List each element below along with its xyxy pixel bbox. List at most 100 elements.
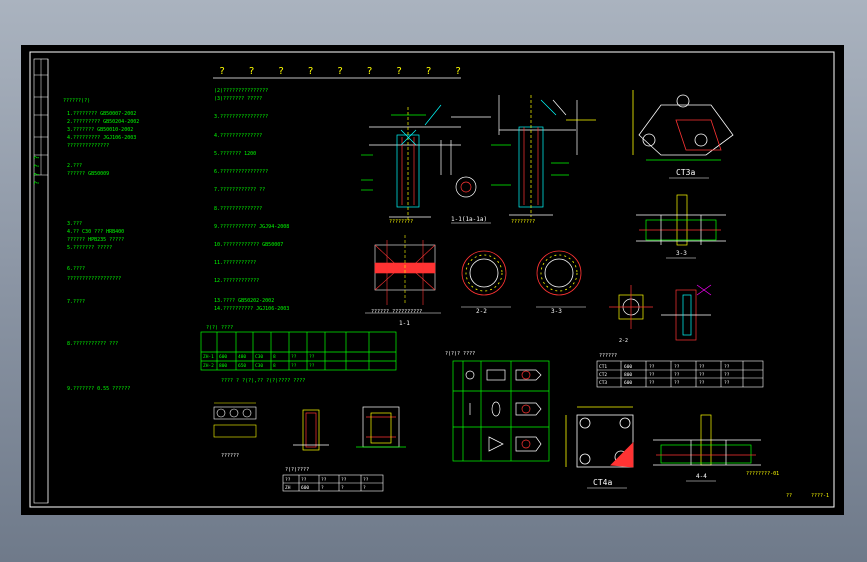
column-detail-a: [293, 409, 329, 451]
right-table-cell: ??: [674, 372, 680, 378]
ring-section-small: [440, 116, 491, 198]
ct3-label: CT3a: [676, 168, 695, 177]
small-table-cell: 600: [301, 485, 309, 491]
note-left-line: ??????(?): [63, 98, 90, 104]
small-table-header: ??: [341, 477, 347, 483]
elevation-4-4: [653, 414, 761, 466]
pile-table-cell: ??: [309, 354, 315, 360]
right-table-cell: ??: [724, 380, 730, 386]
svg-text:? ? ? ?: ? ? ? ?: [33, 155, 41, 185]
detail-a-caption: ????????: [389, 219, 413, 225]
note-mid-line: 9.???????????? JGJ94-2008: [214, 224, 289, 230]
svg-text:??????: ??????: [221, 453, 239, 459]
small-table-cell: ?: [321, 485, 324, 491]
notes-mid-column: (2)???????????????(3)??????? ?????3.????…: [214, 88, 289, 312]
pile-table-cell: 8: [273, 354, 276, 360]
right-table-cell: ??: [674, 364, 680, 370]
title-mark: ?: [455, 66, 461, 77]
title-mark: ?: [308, 66, 314, 77]
note-left-line: 4.?? C30 ??? HRB400: [67, 229, 124, 235]
note-left-line: 7.????: [67, 299, 85, 305]
sheet-label: ??: [786, 493, 792, 499]
note-mid-line: 5.??????? 1200: [214, 151, 256, 157]
right-table-cell: ??: [649, 380, 655, 386]
pile-table-cell: 650: [238, 363, 246, 369]
section-label: 1-1: [399, 320, 410, 327]
cad-drawing: ? ? ? ? ????????? ??????(?)1.???????? GB…: [29, 51, 835, 508]
drawing-canvas[interactable]: ? ? ? ? ????????? ??????(?)1.???????? GB…: [21, 45, 844, 515]
ct4-square-cap: [565, 406, 634, 468]
right-table-cell: ??: [699, 364, 705, 370]
small-table-cell: ?: [341, 485, 344, 491]
small-table-header: ??: [285, 477, 291, 483]
note-mid-line: 14.?????????? JGJ106-2003: [214, 306, 289, 312]
right-table-cell: ??: [724, 364, 730, 370]
note-mid-line: 10.???????????? GB50007: [214, 242, 283, 248]
right-table-cell: 600: [624, 364, 632, 370]
note-left-line: 6.????: [67, 266, 85, 272]
note-left-line: 2.????????? GB50204-2002: [67, 119, 139, 125]
note-left-line: 2.???: [67, 163, 82, 169]
note-mid-line: 7.???????????? ??: [214, 187, 265, 193]
legend-symbol-table: [452, 360, 550, 462]
right-table-cell: ??: [674, 380, 680, 386]
drawing-name: ????????-01: [746, 471, 779, 477]
legend-caption: ?(?)? ????: [445, 351, 475, 357]
note-mid-line: 8.??????????????: [214, 206, 262, 212]
note-left-line: ??????????????: [67, 143, 109, 149]
note-left-line: ?????? GB50009: [67, 171, 109, 177]
small-table-cell: ?: [363, 485, 366, 491]
svg-text:??????: ??????: [599, 353, 617, 359]
pile-table-cell: 800: [219, 363, 227, 369]
note-left-line: 5.??????? ?????: [67, 245, 112, 251]
right-table-cell: CT3: [599, 380, 607, 386]
small-table-header: ??: [321, 477, 327, 483]
section-1-1-label: 1-1(1a-1a): [451, 216, 487, 223]
sheet-number: ????-1: [811, 493, 829, 499]
right-table-cell: CT2: [599, 372, 607, 378]
note-left-line: 1.???????? GB50007-2002: [67, 111, 136, 117]
right-table-cell: ??: [649, 372, 655, 378]
pile-detail-a: [361, 104, 461, 220]
section-2-2-label: 2-2: [476, 308, 487, 315]
note-left-line: 4.????????? JGJ106-2003: [67, 135, 136, 141]
note-left-line: ?????? HPB235 ?????: [67, 237, 124, 243]
right-table-cell: 600: [624, 380, 632, 386]
section-4-4-label: 4-4: [696, 473, 707, 480]
ring-section-2-2: [461, 250, 507, 296]
small-table: ?(?)????: [282, 467, 384, 492]
notes-left-column: ??????(?) 1.???????? GB50007-2002 2.??????…: [63, 98, 139, 392]
note-left-line: ??????????????????: [67, 276, 121, 282]
right-table: ??????: [596, 353, 764, 388]
note-mid-line: 4.??????????????: [214, 133, 262, 139]
pile-table: ?(?) ????: [200, 325, 397, 371]
title-mark: ?: [249, 66, 255, 77]
small-pile-section: [213, 402, 257, 438]
note-mid-line: 6.????????????????: [214, 169, 268, 175]
pile-table-cell: C30: [255, 354, 263, 360]
pile-table-cell: ??: [309, 363, 315, 369]
pile-detail-b: [491, 95, 596, 217]
title-mark: ?: [337, 66, 343, 77]
note-left-line: 3.???: [67, 221, 82, 227]
section-3-3-label: 3-3: [551, 308, 562, 315]
right-table-cell: 800: [624, 372, 632, 378]
note-mid-line: 13.???? GB50202-2002: [214, 298, 274, 304]
pile-table-cell: ZH-1: [203, 354, 214, 360]
svg-text:?(?) ????: ?(?) ????: [206, 325, 233, 331]
note-mid-line: (3)??????? ?????: [214, 96, 262, 102]
svg-text:?????? ??????????: ?????? ??????????: [371, 309, 422, 315]
title-mark: ?: [426, 66, 432, 77]
svg-text:?(?)????: ?(?)????: [285, 467, 309, 473]
note-mid-line: 11.???????????: [214, 260, 256, 266]
square-detail: [609, 284, 712, 341]
ring-section-3-3: [536, 250, 582, 296]
right-table-cell: ??: [699, 380, 705, 386]
right-table-cell: ??: [649, 364, 655, 370]
note-left-line: 3.??????? GB50010-2002: [67, 127, 133, 133]
svg-text:????????: ????????: [511, 219, 535, 225]
note-mid-line: 3.????????????????: [214, 114, 268, 120]
pile-table-note: ???? ? ?(?),?? ?(?)???? ????: [221, 378, 305, 384]
